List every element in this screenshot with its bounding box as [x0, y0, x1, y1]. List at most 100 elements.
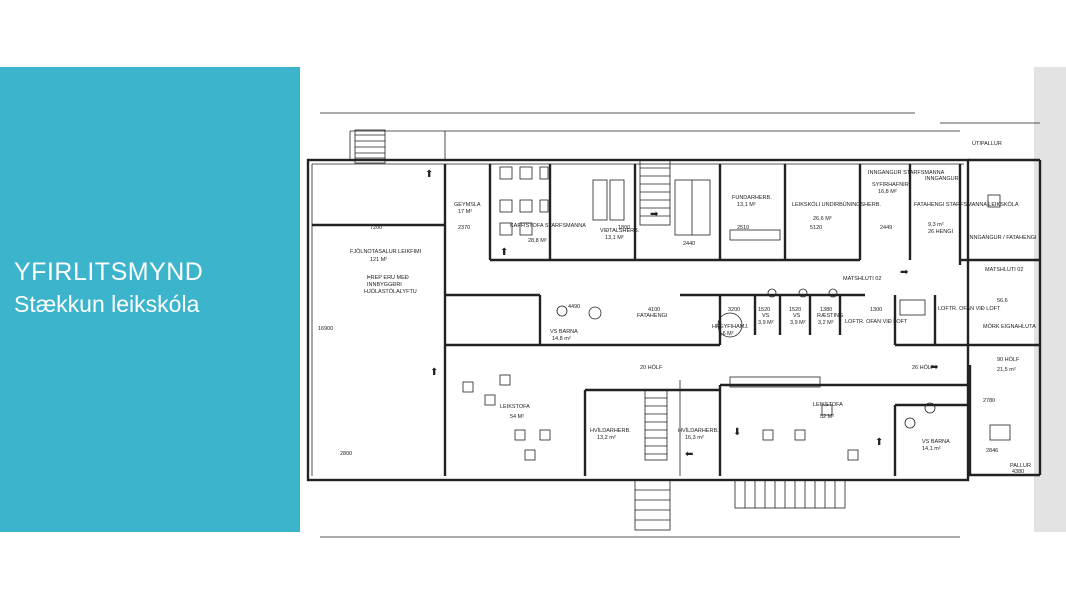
label-fjolnota: FJÖLNOTASALUR LEIKFIMI [350, 248, 422, 255]
stair-top-left [354, 129, 386, 164]
label-vs-barna-b-area: 14,1 m² [922, 446, 941, 452]
dim-2846: 2846 [986, 448, 998, 454]
arrow-down-icon: ⬇ [733, 427, 741, 438]
floor-plan: GEYMSLA 17 M² FJÖLNOTASALUR LEIKFIMI 121… [306, 112, 1042, 538]
label-area-56: 56,6 [997, 298, 1008, 304]
stair-center-top [639, 159, 711, 236]
label-hreyfihamj: HREYFIHAMJ. [712, 324, 749, 330]
label-fatahengi-2: FATAHENGI [637, 313, 668, 319]
dim-2370: 2370 [458, 225, 470, 231]
room-labels: GEYMSLA 17 M² FJÖLNOTASALUR LEIKFIMI 121… [350, 140, 1037, 469]
label-hvildar-b-area: 16,3 m² [685, 435, 704, 441]
label-hvildar-b: HVÍLDARHERB. [678, 427, 719, 434]
label-loftr-1: LOFTR. OFAN VIÐ LOFT [845, 319, 908, 325]
arrow-left-icon: ⬅ [685, 449, 693, 460]
arrow-right-icon: ➡ [930, 362, 939, 373]
label-vs-1-area: 3,9 M² [758, 320, 774, 326]
label-mork: MÖRK EIGNAHLUTA [983, 323, 1036, 330]
slide-title: YFIRLITSMYND [14, 258, 204, 286]
label-threp-2: INNBYGGÐRI [367, 282, 402, 288]
label-fjolnota-area: 121 M² [370, 257, 387, 263]
dim-5120: 5120 [810, 225, 822, 231]
interior-walls [312, 164, 1040, 476]
label-raesting-area: 3,2 M² [818, 320, 834, 326]
label-vidtal-area: 13,1 M² [605, 235, 624, 241]
arrow-up-icon: ⬆ [430, 367, 438, 378]
label-hengi: 26 HENGI [928, 229, 954, 235]
fixtures [556, 194, 1011, 441]
dim-1300: 1300 [870, 307, 882, 313]
dim-4490: 4490 [568, 304, 580, 310]
label-hvildar-a: HVÍLDARHERB. [590, 427, 631, 434]
label-leikstofa-b: LEIKSTOFA [813, 402, 843, 408]
arrow-up-icon: ⬆ [875, 437, 883, 448]
arrow-up-icon: ⬆ [500, 247, 508, 258]
outer-walls [306, 158, 1042, 482]
label-leikstofa-a-area: 54 M² [510, 414, 524, 420]
label-inngangur-starfsmanna: INNGANGUR STARFSMANNA [868, 170, 945, 176]
dim-4100: 4100 [648, 307, 660, 313]
furniture-tables [499, 166, 781, 241]
label-inngangur-syfirhafnir: SYFIRHAFNIR [872, 182, 909, 188]
label-vs-barna-a: VS BARNA [550, 329, 578, 335]
label-26-holf: 26 HÓLF [912, 364, 935, 371]
label-kaffistofa-area: 28,8 M² [528, 238, 547, 244]
label-fatahengi-starfsmanna: FATAHENGI STARFSMANNA LEIKSKÓLA [914, 201, 1019, 208]
top-walkway [320, 112, 1040, 160]
label-geymsla-area: 17 M² [458, 209, 472, 215]
label-inngangur-fatahengi: INNGANGUR / FATAHENGI [968, 235, 1037, 241]
label-fundar: FUNDARHERB. [732, 195, 772, 201]
arrow-up-icon: ⬆ [425, 169, 433, 180]
label-threp-1: ÞREP ERU MEÐ [367, 275, 409, 281]
label-vs-2-area: 3,9 M² [790, 320, 806, 326]
label-matshluti-a: MATSHLUTI 02 [843, 276, 881, 282]
furniture-play-tables [462, 374, 859, 461]
label-raesting: RÆSTING [817, 313, 843, 319]
label-kaffistofa: KAFFISTOFA STARFSMANNA [510, 223, 586, 229]
label-90-holf: 90 HÓLF [997, 356, 1020, 363]
label-loftr-2: LOFTR. OFAN VIÐ LOFT [938, 306, 1001, 312]
label-leikskoli-area: 26,6 M² [813, 216, 832, 222]
dim-2800: 2800 [340, 451, 352, 457]
title-panel [0, 67, 300, 532]
stair-bottom [320, 479, 960, 538]
slide-subtitle: Stækkun leikskóla [14, 291, 200, 317]
label-hvildar-a-area: 13,2 m² [597, 435, 616, 441]
label-90-holf-area: 21,5 m² [997, 367, 1016, 373]
label-leikstofa-b-area: 52 M² [820, 414, 834, 420]
dim-1520b: 1520 [789, 307, 801, 313]
label-matshluti-b: MATSHLUTI 02 [985, 267, 1023, 273]
label-inngangur: INNGANGUR [925, 176, 959, 182]
label-leikskoli: LEIKSKÓLI UNDIRBÚNINGSHERB. [792, 201, 881, 208]
label-vs-1: VS [762, 313, 770, 319]
exit-arrow-icons: ⬆ ⬆ ⬆ ➡ ➡ ➡ ⬅ ⬇ ⬆ [425, 169, 939, 460]
dimension-labels: 7200 2370 2440 2510 5120 1800 2449 16900… [318, 225, 1024, 475]
dim-16900: 16900 [318, 326, 333, 332]
label-inngangur-st-area: 16,8 M² [878, 189, 897, 195]
label-vs-barna-b: VS BARNA [922, 439, 950, 445]
stair-center-bottom [644, 389, 668, 461]
label-pallur: PALLUR [1010, 463, 1031, 469]
label-threp-3: HJÓLASTÓLALYFTU [364, 288, 417, 295]
label-20-holf: 20 HÓLF [640, 364, 663, 371]
dim-1800: 1800 [618, 225, 630, 231]
label-fundar-area: 13,1 M² [737, 202, 756, 208]
label-hreyfihamj-area: 7,6 M² [718, 331, 734, 337]
label-leikstofa-a: LEIKSTOFA [500, 404, 530, 410]
arrow-right-icon: ➡ [650, 209, 659, 220]
dim-3200: 3200 [728, 307, 740, 313]
label-utipallur: ÚTIPALLUR [972, 140, 1002, 147]
dim-2440: 2440 [683, 241, 695, 247]
dim-4380: 4380 [1012, 469, 1024, 475]
label-vidtal: VIÐTALSHERB. [600, 228, 640, 234]
dim-2510: 2510 [737, 225, 749, 231]
arrow-right-icon: ➡ [900, 267, 909, 278]
dim-2449: 2449 [880, 225, 892, 231]
dim-2780: 2780 [983, 398, 995, 404]
label-geymsla: GEYMSLA [454, 202, 481, 208]
label-vs-barna-a-area: 14,8 m² [552, 336, 571, 342]
dim-7200: 7200 [370, 225, 382, 231]
label-fatahengi-area: 9,3 m² [928, 222, 944, 228]
dim-1520a: 1520 [758, 307, 770, 313]
label-vs-2: VS [793, 313, 801, 319]
